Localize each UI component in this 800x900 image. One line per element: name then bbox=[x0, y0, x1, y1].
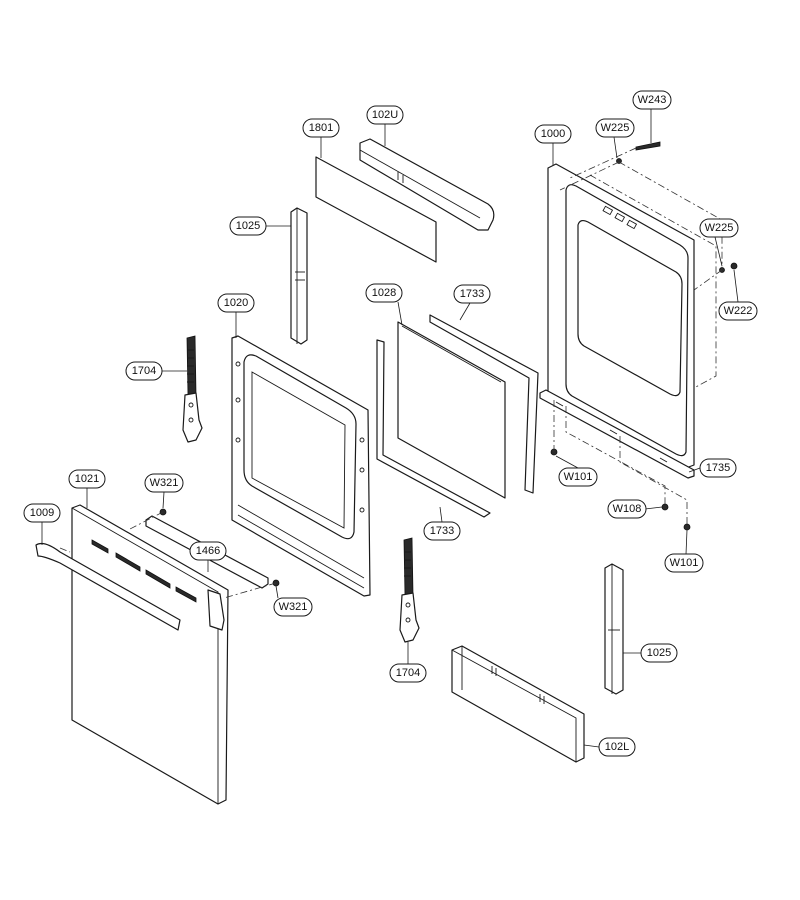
callout-1733-top: 1733 bbox=[453, 284, 491, 304]
callout-w225-right: W225 bbox=[699, 218, 739, 238]
screw-w222 bbox=[730, 262, 738, 270]
svg-text:1021: 1021 bbox=[75, 473, 99, 485]
part-1025-right-post bbox=[604, 563, 624, 695]
part-102u-top-trim bbox=[359, 138, 495, 231]
callout-w243: W243 bbox=[632, 90, 672, 110]
assembly-lines bbox=[59, 147, 723, 599]
callout-1704-bottom: 1704 bbox=[389, 663, 427, 683]
svg-text:1466: 1466 bbox=[196, 545, 220, 557]
svg-text:1704: 1704 bbox=[132, 365, 156, 377]
callout-w321-right: W321 bbox=[273, 597, 313, 617]
part-1009-handle bbox=[35, 542, 181, 631]
callout-1020: 1020 bbox=[217, 293, 255, 313]
svg-text:W101: W101 bbox=[564, 471, 593, 483]
svg-text:1735: 1735 bbox=[706, 462, 730, 474]
svg-text:1028: 1028 bbox=[372, 287, 396, 299]
callout-102u: 102U bbox=[366, 105, 404, 125]
svg-text:W108: W108 bbox=[613, 503, 642, 515]
part-1733-gasket-bottom bbox=[376, 339, 491, 518]
svg-text:102L: 102L bbox=[605, 741, 629, 753]
part-1801-panel bbox=[315, 156, 437, 263]
callout-1028: 1028 bbox=[365, 283, 403, 303]
callout-1025-top: 1025 bbox=[229, 216, 267, 236]
part-1735-bottom-rail bbox=[539, 389, 695, 479]
callout-1733-bottom: 1733 bbox=[423, 521, 461, 541]
svg-text:W225: W225 bbox=[601, 122, 630, 134]
callout-w101-bottom: W101 bbox=[664, 553, 704, 573]
callout-1704-left: 1704 bbox=[125, 361, 163, 381]
svg-text:1009: 1009 bbox=[30, 507, 54, 519]
callout-1466: 1466 bbox=[189, 541, 227, 561]
svg-text:1020: 1020 bbox=[224, 297, 248, 309]
callout-1735: 1735 bbox=[699, 458, 737, 478]
callout-1025-right: 1025 bbox=[640, 643, 678, 663]
svg-text:1733: 1733 bbox=[430, 525, 454, 537]
svg-text:W243: W243 bbox=[638, 94, 667, 106]
callout-1000: 1000 bbox=[534, 124, 572, 144]
part-1704-lower-hinge bbox=[399, 537, 420, 643]
part-1733-gasket-top bbox=[429, 314, 539, 494]
leader-lines bbox=[41, 109, 739, 748]
control-slots bbox=[91, 539, 197, 603]
callout-1021: 1021 bbox=[68, 469, 106, 489]
part-1025-upper-post bbox=[290, 207, 308, 345]
callout-w321-top: W321 bbox=[144, 473, 184, 493]
callout-w101-mid: W101 bbox=[558, 467, 598, 487]
svg-text:1000: 1000 bbox=[541, 128, 565, 140]
callout-w225-top: W225 bbox=[595, 118, 635, 138]
callout-102l: 102L bbox=[598, 737, 636, 757]
svg-text:1025: 1025 bbox=[647, 647, 671, 659]
svg-text:W321: W321 bbox=[279, 601, 308, 613]
part-1028-glass bbox=[397, 321, 506, 499]
svg-text:1733: 1733 bbox=[460, 288, 484, 300]
svg-text:1801: 1801 bbox=[309, 122, 333, 134]
callout-1801: 1801 bbox=[302, 118, 340, 138]
part-1021-door-panel bbox=[71, 504, 229, 805]
svg-text:1025: 1025 bbox=[236, 220, 260, 232]
screw-w243 bbox=[635, 141, 661, 151]
callout-1009: 1009 bbox=[23, 503, 61, 523]
svg-text:W321: W321 bbox=[150, 477, 179, 489]
svg-text:W101: W101 bbox=[670, 557, 699, 569]
part-102l-bottom-trim bbox=[451, 645, 585, 763]
part-1020-inner-frame bbox=[231, 335, 371, 597]
callout-w108: W108 bbox=[607, 499, 647, 519]
part-1000-outer-frame bbox=[547, 163, 695, 469]
screw-w108 bbox=[661, 503, 669, 511]
callout-w222: W222 bbox=[718, 301, 758, 321]
svg-text:102U: 102U bbox=[372, 109, 398, 121]
svg-text:W222: W222 bbox=[724, 305, 753, 317]
svg-text:W225: W225 bbox=[705, 222, 734, 234]
part-1704-left-hinge bbox=[182, 335, 203, 443]
svg-text:1704: 1704 bbox=[396, 667, 420, 679]
